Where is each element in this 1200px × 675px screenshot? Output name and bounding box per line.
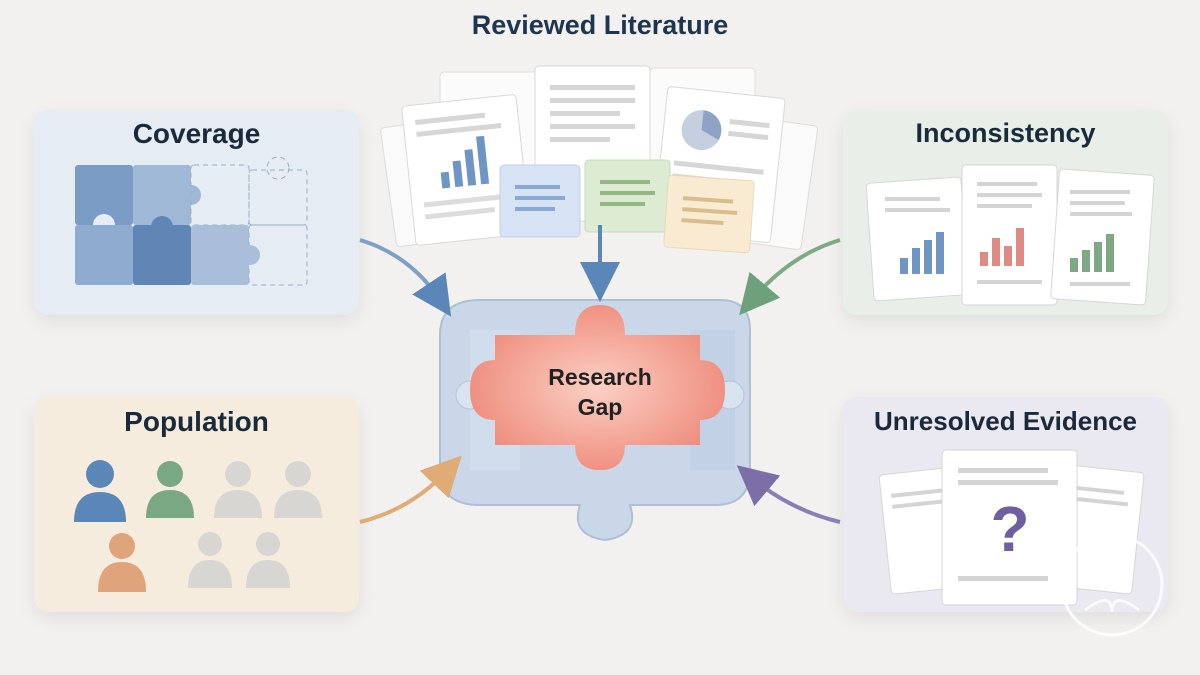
arrow-unresolved — [736, 465, 841, 524]
question-mark-icon: ? — [990, 493, 1030, 565]
central-puzzle — [439, 299, 751, 542]
literature-documents — [380, 65, 819, 254]
coverage-title: Coverage — [132, 118, 261, 149]
bar-chart-document — [401, 94, 531, 246]
coverage-puzzle — [75, 156, 308, 286]
research-gap-line1: Research — [548, 364, 652, 390]
research-gap-line2: Gap — [577, 394, 623, 420]
reviewed-literature-title: Reviewed Literature — [471, 10, 729, 40]
arrow-coverage — [359, 238, 452, 317]
inconsistency-documents — [865, 164, 1155, 306]
arrow-inconsistency — [739, 238, 841, 316]
population-title: Population — [124, 406, 269, 437]
research-gap-hole — [470, 305, 725, 470]
population-people — [74, 460, 322, 592]
unresolved-evidence-title: Unresolved Evidence — [874, 406, 1137, 436]
arrow-population — [359, 455, 462, 524]
inconsistency-title: Inconsistency — [915, 118, 1096, 148]
logo-watermark — [1060, 533, 1164, 637]
research-gap-label: Research Gap — [520, 362, 680, 422]
